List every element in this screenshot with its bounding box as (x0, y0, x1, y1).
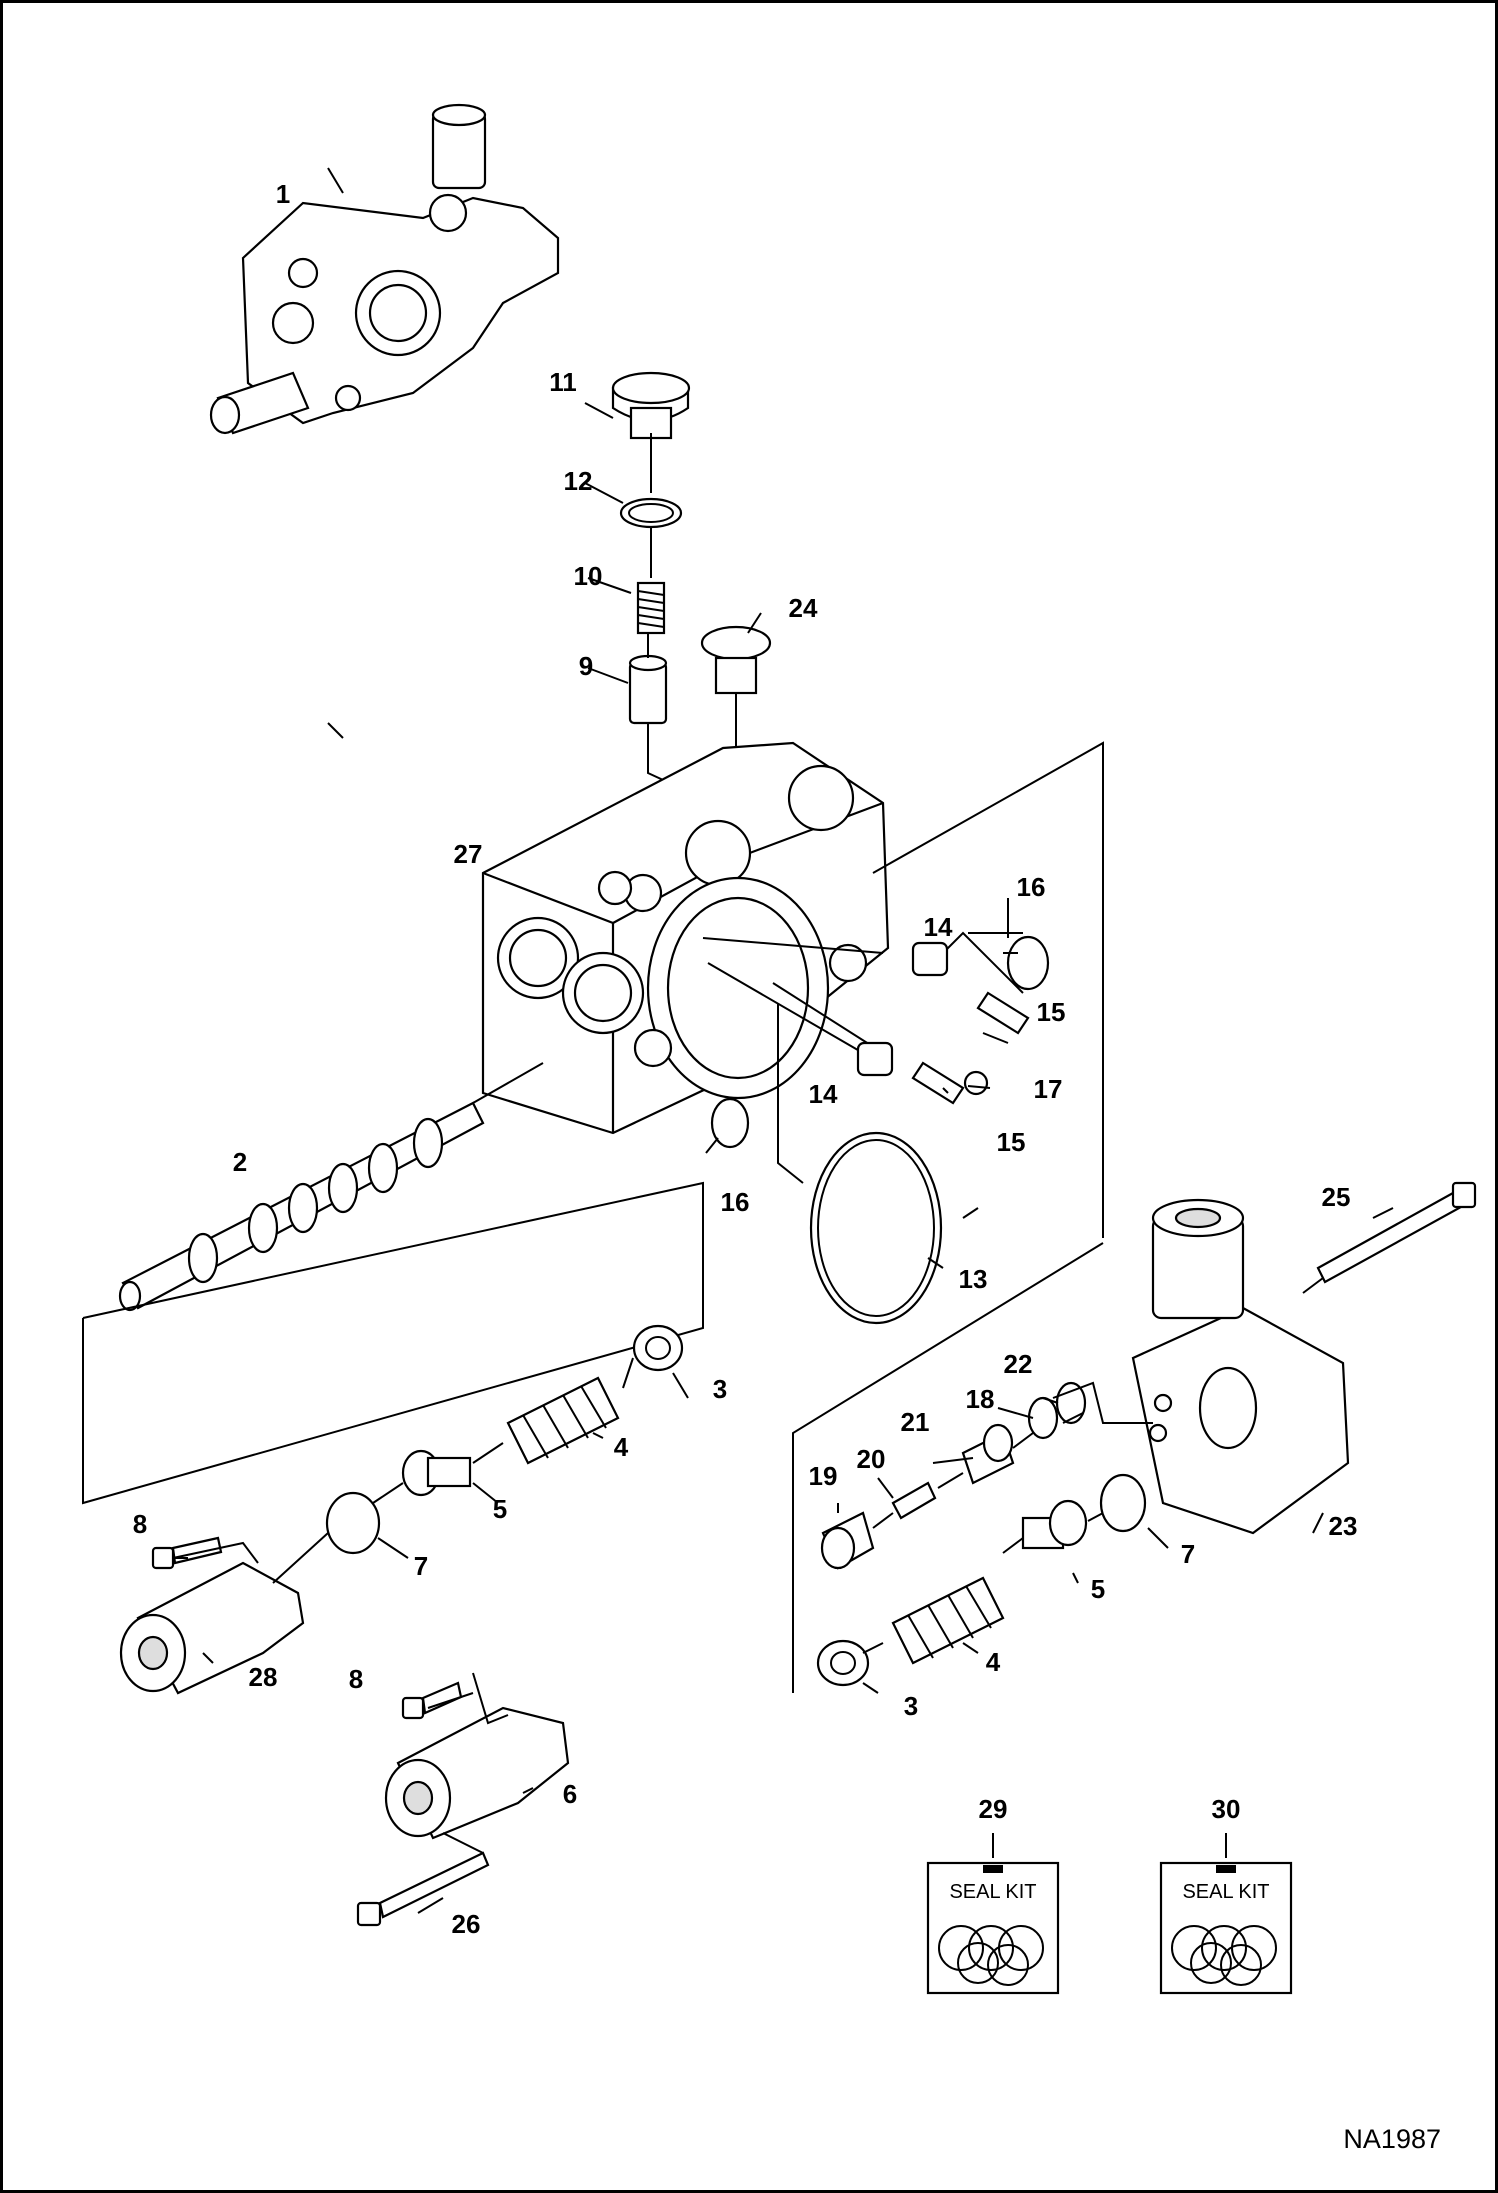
callout-7-left: 7 (414, 1551, 428, 1581)
callout-15-lower: 15 (997, 1127, 1026, 1157)
seal-kit-29-label: SEAL KIT (949, 1881, 1036, 1903)
part-15-spring-upper (976, 991, 1030, 1035)
part-16-o-ring-upper (1006, 935, 1050, 991)
callout-16-upper: 16 (1017, 872, 1046, 902)
callout-8-left: 8 (133, 1509, 147, 1539)
part-28-solenoid-cap (119, 1561, 305, 1695)
part-25-bolt (1316, 1181, 1477, 1284)
part-26-long-bolt (356, 1851, 490, 1927)
part-7-o-ring-right (1099, 1473, 1147, 1533)
callout-29: 29 (979, 1794, 1008, 1824)
part-3-washer-left (632, 1324, 684, 1372)
part-18-o-ring (1027, 1396, 1059, 1440)
callout-3-right: 3 (904, 1691, 918, 1721)
callout-14-upper: 14 (924, 912, 953, 942)
callout-8-lower: 8 (349, 1664, 363, 1694)
callout-10: 10 (574, 561, 603, 591)
callout-18: 18 (966, 1384, 995, 1414)
callout-22: 22 (1004, 1349, 1033, 1379)
callout-16-lower: 16 (721, 1187, 750, 1217)
callout-7-right: 7 (1181, 1539, 1195, 1569)
callout-15-upper: 15 (1037, 997, 1066, 1027)
callout-25: 25 (1322, 1182, 1351, 1212)
exploded-view-drawing: SEAL KIT SEAL KIT 1 2 3 3 4 4 5 5 6 7 7 … (82, 103, 1477, 2154)
part-17-ball (963, 1070, 989, 1096)
part-11-plug (611, 371, 691, 440)
callout-1: 1 (276, 179, 290, 209)
part-24-plug (700, 625, 772, 695)
part-4-spring-left (506, 1376, 620, 1465)
part-1-valve-section (209, 103, 560, 435)
seal-kit-30: SEAL KIT (1159, 1833, 1293, 1995)
callout-21: 21 (901, 1407, 930, 1437)
part-5-retainer-left (401, 1449, 472, 1497)
part-9-sleeve (628, 654, 668, 725)
part-27-valve-body (481, 741, 890, 1135)
seal-kit-29: SEAL KIT (926, 1833, 1060, 1995)
callout-26: 26 (452, 1909, 481, 1939)
callout-23: 23 (1329, 1511, 1358, 1541)
part-8-bolt-left (151, 1536, 223, 1570)
part-21-seat (961, 1423, 1015, 1485)
part-16-o-ring-lower (710, 1097, 750, 1149)
part-20-spring (891, 1481, 937, 1520)
callout-20: 20 (857, 1444, 886, 1474)
callout-6: 6 (563, 1779, 577, 1809)
part-13-large-o-ring (809, 1131, 943, 1325)
callout-12: 12 (564, 466, 593, 496)
callout-14-lower: 14 (809, 1079, 838, 1109)
drawing-reference: NA1987 (1343, 2124, 1441, 2154)
callout-9: 9 (579, 651, 593, 681)
callout-27: 27 (454, 839, 483, 869)
callout-28: 28 (249, 1662, 278, 1692)
callout-2: 2 (233, 1147, 247, 1177)
callout-17: 17 (1034, 1074, 1063, 1104)
part-5-retainer-right (1021, 1499, 1088, 1550)
callout-5-right: 5 (1091, 1574, 1105, 1604)
callout-11: 11 (549, 367, 577, 397)
callout-4-right: 4 (986, 1647, 1001, 1677)
part-3-washer-right (816, 1639, 870, 1687)
seal-kit-30-label: SEAL KIT (1182, 1881, 1269, 1903)
part-14-poppet-lower (856, 1041, 894, 1077)
part-6-solenoid-cap (384, 1706, 570, 1840)
callout-24: 24 (789, 593, 818, 623)
callout-4-left: 4 (614, 1432, 629, 1462)
callout-3-left: 3 (713, 1374, 727, 1404)
callout-30: 30 (1212, 1794, 1241, 1824)
part-15-spring-lower (911, 1061, 965, 1105)
part-19-poppet (820, 1511, 875, 1570)
callout-5-left: 5 (493, 1494, 507, 1524)
part-14-poppet-upper (911, 941, 949, 977)
callout-19: 19 (809, 1461, 838, 1491)
part-22-o-ring (1055, 1381, 1087, 1425)
callout-13: 13 (959, 1264, 988, 1294)
part-7-o-ring-left (325, 1491, 381, 1555)
part-2-spool (118, 1101, 485, 1312)
part-10-spring (636, 581, 666, 635)
part-4-spring-right (891, 1576, 1005, 1665)
part-23-relief-section (1131, 1198, 1350, 1535)
